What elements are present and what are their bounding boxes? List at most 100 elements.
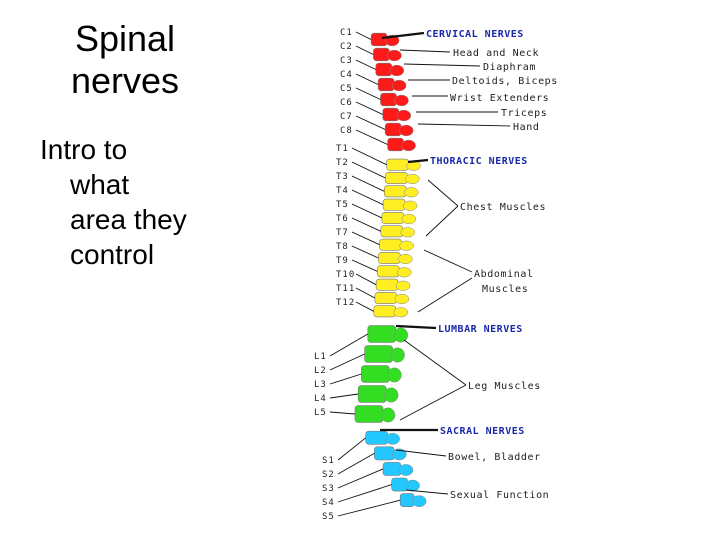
vertebra-c1 [370,32,388,47]
vertebra-label-t5: T5 [336,200,349,210]
vertebra-t3 [384,185,407,198]
vertebra-process-s1 [385,432,400,445]
vertebra-process-c5 [394,94,409,107]
vertebra-label-t9: T9 [336,256,349,266]
vertebra-label-c6: C6 [340,98,353,108]
muscle-leader-diaphram [403,63,481,67]
leader-c8 [355,129,388,145]
vertebra-process-l4 [383,387,399,403]
vertebra-t4 [382,198,406,211]
leader-t7 [351,231,380,246]
vertebra-process-c7 [398,124,414,137]
leader-s1 [337,437,366,461]
vertebra-process-t6 [400,227,416,238]
muscle-leader-abdominal [423,249,473,273]
leader-c6 [355,101,383,115]
vertebra-process-t11 [394,293,410,305]
leader-c2 [355,45,374,55]
heading-lumbar: LUMBAR NERVES [438,324,523,335]
muscle-deltoids: Deltoids, Biceps [452,76,558,87]
heading-sacral: SACRAL NERVES [440,426,525,437]
leader-t1 [351,147,387,166]
vertebra-s4 [391,477,408,492]
vertebra-label-t10: T10 [336,270,355,280]
vertebra-label-t2: T2 [336,158,349,168]
vertebra-process-t5 [401,213,417,225]
vertebra-process-l2 [390,347,405,363]
body-line-2: what [70,169,130,200]
vertebra-s3 [382,462,402,476]
vertebra-process-c6 [396,109,412,122]
vertebra-label-s2: S2 [322,470,335,480]
vertebra-t7 [379,238,402,251]
leader-s2 [337,453,375,475]
vertebra-labels: C1C2C3C4C5C6C7C8T1T2T3T4T5T6T7T8T9T10T11… [314,28,355,522]
vertebra-l2 [364,345,393,363]
vertebra-label-c1: C1 [340,28,353,38]
leader-l5 [329,411,356,415]
vertebra-c4 [377,77,395,92]
vertebra-label-l4: L4 [314,394,327,404]
leader-t5 [351,203,383,219]
vertebra-label-c4: C4 [340,70,353,80]
vertebra-process-c4 [391,79,407,92]
leader-c3 [355,59,376,70]
vertebra-c8 [387,137,404,152]
vertebra-c3 [375,62,393,77]
vertebra-c5 [380,92,397,107]
vertebrae [354,32,427,508]
vertebra-process-t10 [395,280,411,291]
leader-t12 [355,301,375,312]
vertebra-label-l3: L3 [314,380,327,390]
leader-t10 [355,273,377,286]
vertebra-t6 [380,225,404,238]
spinal-nerves-diagram: C1C2C3C4C5C6C7C8T1T2T3T4T5T6T7T8T9T10T11… [314,28,558,522]
pointer-lumbar [395,324,437,330]
vertebra-c6 [382,107,400,122]
vertebra-label-t11: T11 [336,284,355,294]
vertebra-process-l1 [393,327,409,343]
vertebra-label-t12: T12 [336,298,355,308]
muscle-leg: Leg Muscles [468,381,541,392]
vertebra-t8 [378,252,401,264]
slide-title: Spinal nerves [50,18,200,102]
leader-t8 [351,245,379,259]
leader-t3 [351,175,385,192]
leader-c1 [355,31,372,40]
leader-s3 [337,468,384,489]
muscle-head-neck: Head and Neck [453,48,539,59]
vertebra-process-s4 [405,479,420,492]
vertebra-t12 [373,305,397,318]
vertebra-process-t4 [402,200,418,211]
vertebra-process-c8 [401,139,416,152]
vertebra-l1 [367,325,397,343]
muscle-chest: Chest Muscles [460,202,546,213]
vertebra-process-l3 [387,367,402,383]
vertebra-label-c5: C5 [340,84,353,94]
vertebra-process-c2 [387,49,402,62]
muscle-leader-hand [417,123,511,127]
vertebra-process-s2 [392,448,407,461]
vertebra-label-t8: T8 [336,242,349,252]
leader-t4 [351,189,384,206]
heading-thoracic: THORACIC NERVES [430,156,528,167]
body-line-3: area they [70,204,187,235]
muscle-leader-bowel [395,449,447,457]
vertebra-l4 [357,385,387,403]
muscle-leader-chest [427,179,459,207]
vertebra-process-t12 [393,307,409,318]
leader-s5 [337,499,401,517]
leader-t2 [351,161,386,179]
vertebra-t11 [374,292,398,304]
vertebra-process-s3 [398,464,414,476]
leader-c4 [355,73,379,85]
vertebra-label-l5: L5 [314,408,327,418]
vertebra-process-t2 [405,173,420,185]
vertebra-process-l5 [380,407,396,423]
muscle-leader-leg-2 [399,384,467,421]
body-line-1: Intro to [40,134,128,165]
leader-s4 [337,484,392,503]
vertebra-label-l1: L1 [314,352,327,362]
vertebra-t5 [381,212,405,224]
vertebra-label-s4: S4 [322,498,335,508]
